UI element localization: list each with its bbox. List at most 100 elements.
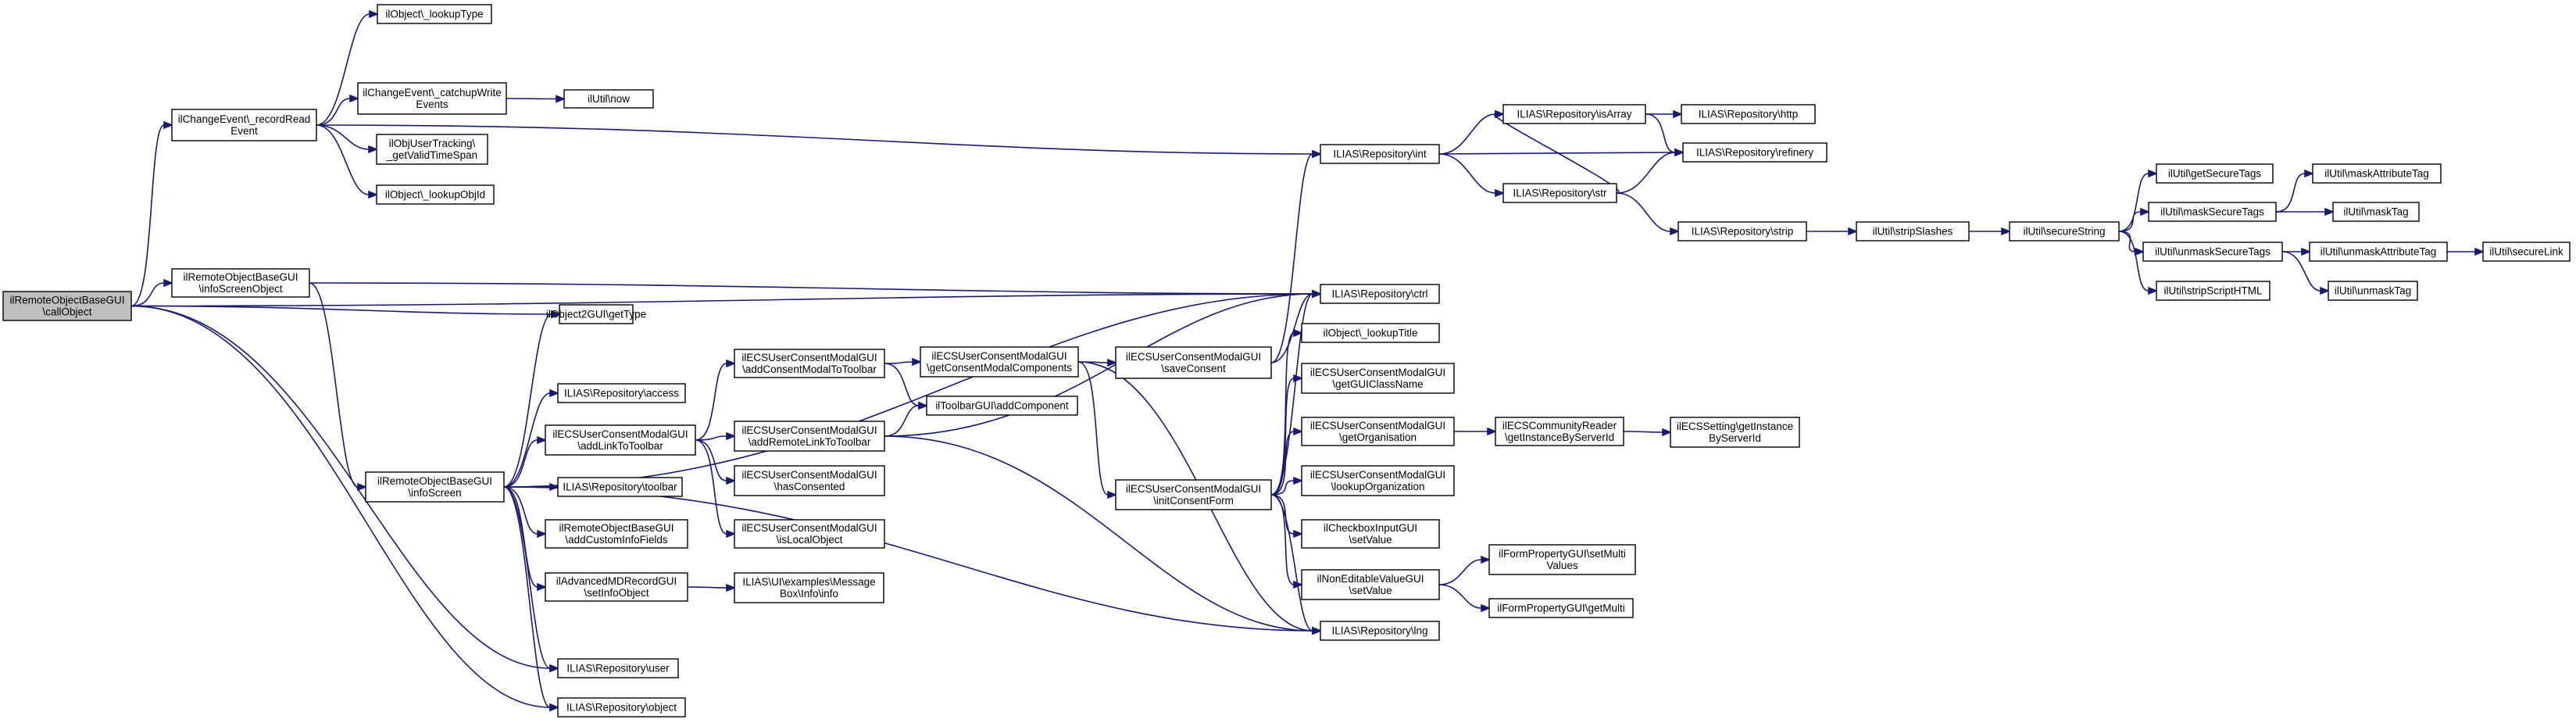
node-add-consent-modal-to-toolbar[interactable]: ilECSUserConsentModalGUI\addConsentModal… — [734, 349, 885, 378]
node-box — [545, 519, 688, 549]
edge-unmask-secure-tags-to-unmask-tag — [2281, 251, 2331, 295]
node-set-info-object[interactable]: ilAdvancedMDRecordGUI\setInfoObject — [545, 572, 688, 602]
node-mask-secure-tags[interactable]: ilUtil\maskSecureTags — [2148, 202, 2277, 222]
node-box — [734, 519, 885, 549]
node-object2-get-type[interactable]: ilObject2GUI\getType — [546, 304, 646, 324]
node-label-line: Values — [1546, 560, 1578, 571]
node-lookup-type[interactable]: ilObject\_lookupType — [377, 4, 492, 24]
node-repo-refinery[interactable]: ILIAS\Repository\refinery — [1682, 142, 1827, 163]
node-get-consent-modal-components[interactable]: ilECSUserConsentModalGUI\getConsentModal… — [920, 346, 1079, 378]
node-repo-lng[interactable]: ILIAS\Repository\lng — [1320, 621, 1440, 641]
arrowhead-icon — [369, 9, 380, 19]
node-get-multi[interactable]: ilFormPropertyGUI\getMulti — [1488, 598, 1634, 618]
edge-line — [695, 363, 727, 441]
node-secure-link[interactable]: ilUtil\secureLink — [2482, 242, 2571, 262]
node-toolbar-add-component[interactable]: ilToolbarGUI\addComponent — [926, 396, 1078, 416]
node-info-screen-object[interactable]: ilRemoteObjectBaseGUI\infoScreenObject — [171, 268, 310, 298]
node-box — [2148, 202, 2277, 222]
node-box — [1502, 104, 1646, 124]
edge-line — [884, 293, 1313, 437]
edge-line — [130, 293, 1313, 307]
node-strip-script-html[interactable]: ilUtil\stripScriptHTML — [2156, 281, 2271, 301]
node-repo-str[interactable]: ILIAS\Repository\str — [1502, 183, 1617, 203]
node-lookup-title[interactable]: ilObject\_lookupTitle — [1301, 323, 1440, 343]
node-info-screen[interactable]: ilRemoteObjectBaseGUI\infoScreen — [365, 471, 505, 503]
node-box — [1682, 142, 1827, 163]
edge-info-screen-to-set-info-object — [503, 486, 548, 592]
node-repo-is-array[interactable]: ILIAS\Repository\isArray — [1502, 104, 1646, 124]
edge-line — [2281, 251, 2321, 292]
node-checkbox-set-value[interactable]: ilCheckboxInputGUI\setValue — [1301, 519, 1440, 549]
edge-info-screen-to-add-custom-info-fields — [503, 486, 548, 539]
edge-init-consent-form-to-repo-lng — [1270, 494, 1323, 635]
node-mask-tag[interactable]: ilUtil\maskTag — [2332, 202, 2420, 222]
node-lookup-obj-id[interactable]: ilObject\_lookupObjId — [376, 184, 495, 205]
edge-repo-str-to-repo-refinery — [1616, 148, 1685, 194]
node-setting-get-instance-by-server-id[interactable]: ilECSSetting\getInstanceByServerId — [1670, 417, 1800, 448]
edge-line — [503, 392, 551, 488]
node-repo-ctrl[interactable]: ILIAS\Repository\ctrl — [1320, 284, 1440, 304]
node-label-line: ilObject\_lookupTitle — [1323, 327, 1417, 339]
node-label-line: ILIAS\Repository\access — [564, 388, 679, 399]
node-add-link-to-toolbar[interactable]: ilECSUserConsentModalGUI\addLinkToToolba… — [545, 424, 696, 456]
edge-record-read-event-to-lookup-obj-id — [316, 124, 379, 199]
node-get-secure-tags[interactable]: ilUtil\getSecureTags — [2156, 163, 2274, 184]
arrowhead-icon — [1293, 529, 1304, 539]
node-add-custom-info-fields[interactable]: ilRemoteObjectBaseGUI\addCustomInfoField… — [545, 519, 688, 549]
edge-get-organisation-to-get-instance-by-server-id — [1454, 427, 1498, 436]
arrowhead-icon — [1293, 427, 1304, 436]
node-repo-int[interactable]: ILIAS\Repository\int — [1320, 144, 1440, 164]
node-box — [734, 572, 884, 603]
node-secure-string[interactable]: ilUtil\secureString — [2009, 221, 2120, 242]
node-box — [2009, 221, 2120, 242]
node-label-line: ilECSUserConsentModalGUI — [741, 522, 877, 534]
node-add-remote-link-to-toolbar[interactable]: ilECSUserConsentModalGUI\addRemoteLinkTo… — [734, 421, 885, 452]
node-repo-http[interactable]: ILIAS\Repository\http — [1681, 104, 1816, 124]
node-get-valid-time-span[interactable]: ilObjUserTracking\_getValidTimeSpan — [376, 134, 488, 165]
edge-line — [884, 405, 920, 437]
node-repo-object[interactable]: ILIAS\Repository\object — [557, 697, 686, 718]
arrowhead-icon — [726, 476, 737, 485]
edge-record-read-event-to-catchup-write-events — [316, 94, 360, 126]
node-init-consent-form[interactable]: ilECSUserConsentModalGUI\initConsentForm — [1115, 479, 1272, 510]
arrowhead-icon — [726, 583, 737, 592]
node-label-line: ilUtil\secureLink — [2489, 246, 2563, 258]
node-repo-access[interactable]: ILIAS\Repository\access — [557, 383, 686, 403]
arrowhead-icon — [1848, 227, 1859, 236]
node-call-object[interactable]: ilRemoteObjectBaseGUI\callObject — [2, 291, 132, 321]
edge-line — [503, 486, 538, 535]
node-get-instance-by-server-id[interactable]: ilECSCommunityReader\getInstanceByServer… — [1495, 417, 1624, 446]
node-lookup-organization[interactable]: ilECSUserConsentModalGUI\lookupOrganizat… — [1301, 465, 1455, 496]
node-mask-attribute-tag[interactable]: ilUtil\maskAttributeTag — [2312, 163, 2442, 184]
node-unmask-tag[interactable]: ilUtil\unmaskTag — [2328, 281, 2418, 301]
node-repo-strip[interactable]: ILIAS\Repository\strip — [1677, 221, 1807, 242]
node-unmask-secure-tags[interactable]: ilUtil\unmaskSecureTags — [2142, 242, 2283, 262]
edge-repo-int-to-repo-str — [1438, 153, 1506, 198]
arrowhead-icon — [2135, 247, 2145, 256]
edge-line — [503, 486, 538, 588]
node-label-line: ILIAS\Repository\lng — [1331, 625, 1427, 637]
node-save-consent[interactable]: ilECSUserConsentModalGUI\saveConsent — [1115, 346, 1272, 379]
node-strip-slashes[interactable]: ilUtil\stripSlashes — [1856, 221, 1970, 242]
node-get-organisation[interactable]: ilECSUserConsentModalGUI\getOrganisation — [1301, 417, 1455, 446]
arrowhead-icon — [163, 120, 174, 130]
node-has-consented[interactable]: ilECSUserConsentModalGUI\hasConsented — [734, 465, 885, 496]
node-get-guiclass-name[interactable]: ilECSUserConsentModalGUI\getGUIClassName — [1301, 363, 1455, 394]
node-repo-toolbar[interactable]: ILIAS\Repository\toolbar — [557, 477, 683, 497]
node-unmask-attribute-tag[interactable]: ilUtil\unmaskAttributeTag — [2309, 242, 2448, 262]
node-label-line: ILIAS\Repository\str — [1513, 188, 1607, 199]
node-box — [557, 658, 679, 678]
edge-line — [687, 586, 727, 589]
node-box — [1320, 284, 1440, 304]
arrowhead-icon — [1495, 109, 1506, 119]
arrowhead-icon — [549, 388, 560, 398]
node-il-util-now[interactable]: ilUtil\now — [563, 89, 654, 109]
node-non-editable-set-value[interactable]: ilNonEditableValueGUI\setValue — [1301, 569, 1440, 600]
node-repo-user[interactable]: ILIAS\Repository\user — [557, 658, 679, 678]
node-is-local-object[interactable]: ilECSUserConsentModalGUI\isLocalObject — [734, 519, 885, 549]
